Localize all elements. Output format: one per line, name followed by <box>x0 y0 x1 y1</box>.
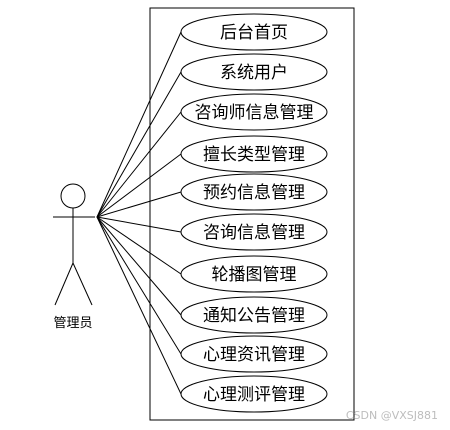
association-line <box>96 216 182 355</box>
use-case-label: 预约信息管理 <box>203 183 305 203</box>
use-case-ellipse <box>180 335 328 373</box>
use-case-label: 咨询师信息管理 <box>195 103 314 123</box>
use-case: 心理测评管理 <box>180 375 328 413</box>
use-case-ellipse <box>180 375 328 413</box>
use-case: 擅长类型管理 <box>180 135 328 173</box>
use-case-label: 通知公告管理 <box>203 306 305 326</box>
use-case: 后台首页 <box>180 13 328 51</box>
use-case-label: 心理资讯管理 <box>203 345 305 365</box>
use-case-label: 心理测评管理 <box>203 385 305 405</box>
use-case-ellipse <box>180 173 328 211</box>
association-line <box>96 111 182 218</box>
use-case-ellipse <box>180 135 328 173</box>
association-line <box>96 216 182 395</box>
association-line <box>96 71 182 218</box>
association-line <box>96 216 182 316</box>
use-case: 轮播图管理 <box>180 255 328 293</box>
use-case: 心理资讯管理 <box>180 335 328 373</box>
actor-label: 管理员 <box>53 316 92 331</box>
use-case: 系统用户 <box>180 53 328 91</box>
use-case-ellipse <box>180 296 328 334</box>
association-line <box>96 216 182 275</box>
actor-left-leg <box>54 262 74 306</box>
use-case: 通知公告管理 <box>180 296 328 334</box>
actor-figure <box>53 183 95 306</box>
use-case-label: 擅长类型管理 <box>203 145 305 165</box>
association-lines <box>96 31 182 395</box>
use-case-list: 后台首页系统用户咨询师信息管理擅长类型管理预约信息管理咨询信息管理轮播图管理通知… <box>180 13 328 413</box>
use-case-ellipse <box>180 13 328 51</box>
use-case-ellipse <box>180 213 328 251</box>
system-boundary <box>149 7 355 421</box>
use-case-label: 后台首页 <box>220 23 288 43</box>
use-case: 预约信息管理 <box>180 173 328 211</box>
actor-head <box>60 183 86 209</box>
association-line <box>96 153 182 218</box>
actor-right-leg <box>72 262 93 306</box>
association-line <box>96 191 182 218</box>
association-line <box>96 31 182 218</box>
use-case-ellipse <box>180 53 328 91</box>
use-case: 咨询师信息管理 <box>180 93 328 131</box>
use-case-label: 系统用户 <box>220 63 288 83</box>
use-case-ellipse <box>180 255 328 293</box>
association-line <box>96 216 182 233</box>
use-case-label: 轮播图管理 <box>212 265 297 285</box>
use-case-label: 咨询信息管理 <box>203 223 305 243</box>
use-case-ellipse <box>180 93 328 131</box>
use-case: 咨询信息管理 <box>180 213 328 251</box>
watermark: CSDN @VXSJ881 <box>345 409 438 422</box>
